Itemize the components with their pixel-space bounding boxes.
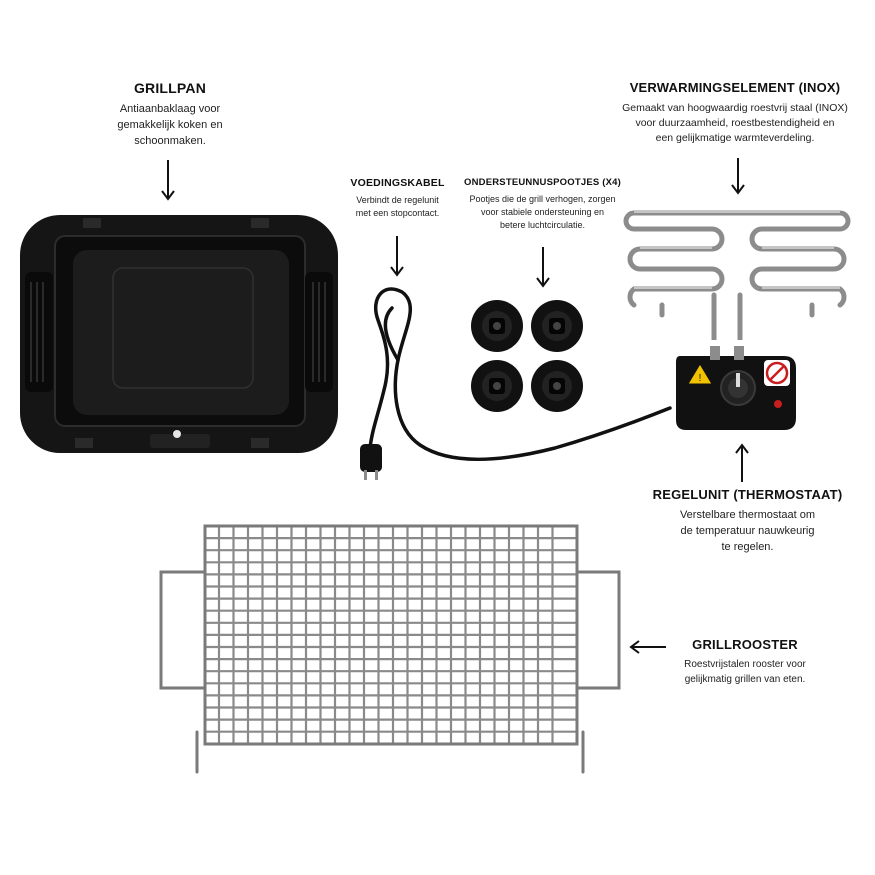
- feet-label: ONDERSTEUNNUSPOOTJES (X4) Pootjes die de…: [455, 177, 630, 232]
- power-cord-title: VOEDINGSKABEL: [350, 177, 445, 189]
- heating-element-arrow-icon: [731, 158, 745, 195]
- grillpan-desc-line-2: gemakkelijk koken en: [117, 118, 223, 131]
- feet-desc-line-1: Pootjes die de grill verhogen, zorgen: [469, 194, 616, 204]
- power-cord-desc-line-1: Verbindt de regelunit: [356, 195, 439, 205]
- foot-1: [471, 300, 523, 352]
- grill-rack-desc-line-2: gelijkmatig grillen van eten.: [684, 673, 806, 685]
- control-unit-label: REGELUNIT (THERMOSTAAT) Verstelbare ther…: [645, 487, 850, 556]
- grill-rack-title: GRILLROOSTER: [692, 637, 798, 652]
- grillpan-title: GRILLPAN: [133, 80, 207, 96]
- control-unit-desc-line-2: de temperatuur nauwkeurig: [680, 524, 815, 537]
- grill-rack-image: [159, 524, 621, 774]
- grillpan-desc-line-3: schoonmaken.: [134, 134, 206, 147]
- heating-element-desc-line-2: voor duurzaamheid, roestbestendigheid en: [635, 117, 835, 130]
- power-cord-arrow-icon: [390, 236, 404, 277]
- power-cord-desc-line-2: met een stopcontact.: [355, 208, 440, 219]
- foot-3: [471, 360, 523, 412]
- svg-text:!: !: [699, 373, 702, 384]
- feet-desc-line-2: voor stabiele ondersteuning en: [480, 207, 605, 218]
- control-unit-title: REGELUNIT (THERMOSTAAT): [652, 487, 843, 502]
- grillpan-desc-line-1: Antiaanbaklaag voor: [119, 103, 221, 115]
- grill-rack-desc-line-1: Roestvrijstalen rooster voor: [684, 659, 806, 670]
- grill-rack-arrow-icon: [629, 640, 666, 654]
- feet-title: ONDERSTEUNNUSPOOTJES (X4): [463, 177, 622, 188]
- foot-2: [531, 300, 583, 352]
- heating-element-label: VERWARMINGSELEMENT (INOX) Gemaakt van ho…: [595, 80, 875, 147]
- control-unit-image: !: [676, 346, 796, 430]
- grillpan-label: GRILLPAN Antiaanbaklaag voor gemakkelijk…: [85, 80, 255, 150]
- foot-4: [531, 360, 583, 412]
- heating-element-image: [623, 210, 851, 340]
- control-unit-desc-line-1: Verstelbare thermostaat om: [679, 509, 816, 521]
- feet-arrow-icon: [536, 247, 550, 288]
- grillpan-image: [20, 215, 338, 453]
- feet-image: [471, 300, 583, 412]
- power-cord-label: VOEDINGSKABEL Verbindt de regelunit met …: [330, 177, 465, 220]
- feet-desc-line-3: betere luchtcirculatie.: [499, 220, 586, 231]
- heating-element-desc-line-3: een gelijkmatige warmteverdeling.: [655, 132, 815, 145]
- power-cord-image: [360, 287, 672, 480]
- control-unit-arrow-icon: [735, 443, 749, 482]
- control-unit-desc-line-3: te regelen.: [721, 540, 774, 553]
- heating-element-title: VERWARMINGSELEMENT (INOX): [629, 80, 841, 95]
- heating-element-desc-line-1: Gemaakt van hoogwaardig roestvrij staal …: [622, 102, 848, 114]
- grillpan-arrow-icon: [161, 160, 175, 201]
- grill-rack-label: GRILLROOSTER Roestvrijstalen rooster voo…: [665, 637, 825, 687]
